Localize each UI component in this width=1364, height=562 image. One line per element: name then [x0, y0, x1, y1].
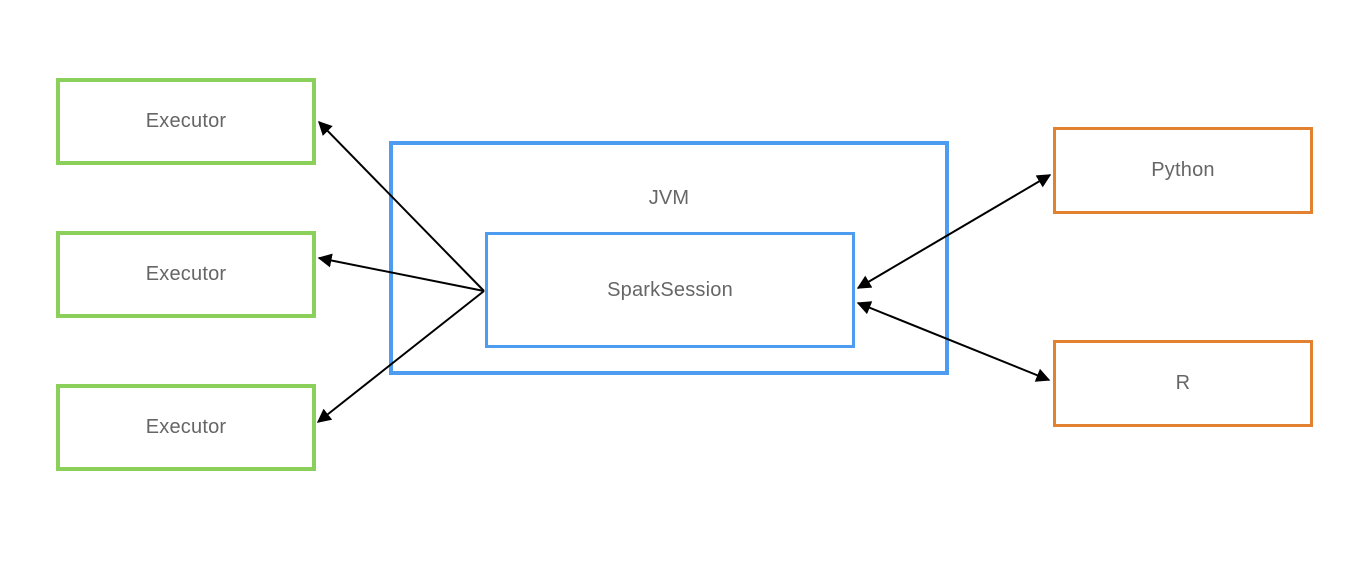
node-spark-session: SparkSession: [485, 232, 855, 348]
node-r-label: R: [1175, 372, 1191, 394]
node-executor-3: Executor: [56, 384, 316, 471]
node-executor-3-label: Executor: [145, 416, 227, 438]
node-executor-1-label: Executor: [145, 110, 227, 132]
node-executor-2-label: Executor: [145, 263, 227, 285]
node-executor-1: Executor: [56, 78, 316, 165]
node-spark-session-label: SparkSession: [607, 278, 733, 301]
node-jvm-label: JVM: [648, 187, 690, 209]
node-python: Python: [1053, 127, 1313, 214]
node-python-label: Python: [1151, 159, 1215, 181]
node-executor-2: Executor: [56, 231, 316, 318]
node-r: R: [1053, 340, 1313, 427]
